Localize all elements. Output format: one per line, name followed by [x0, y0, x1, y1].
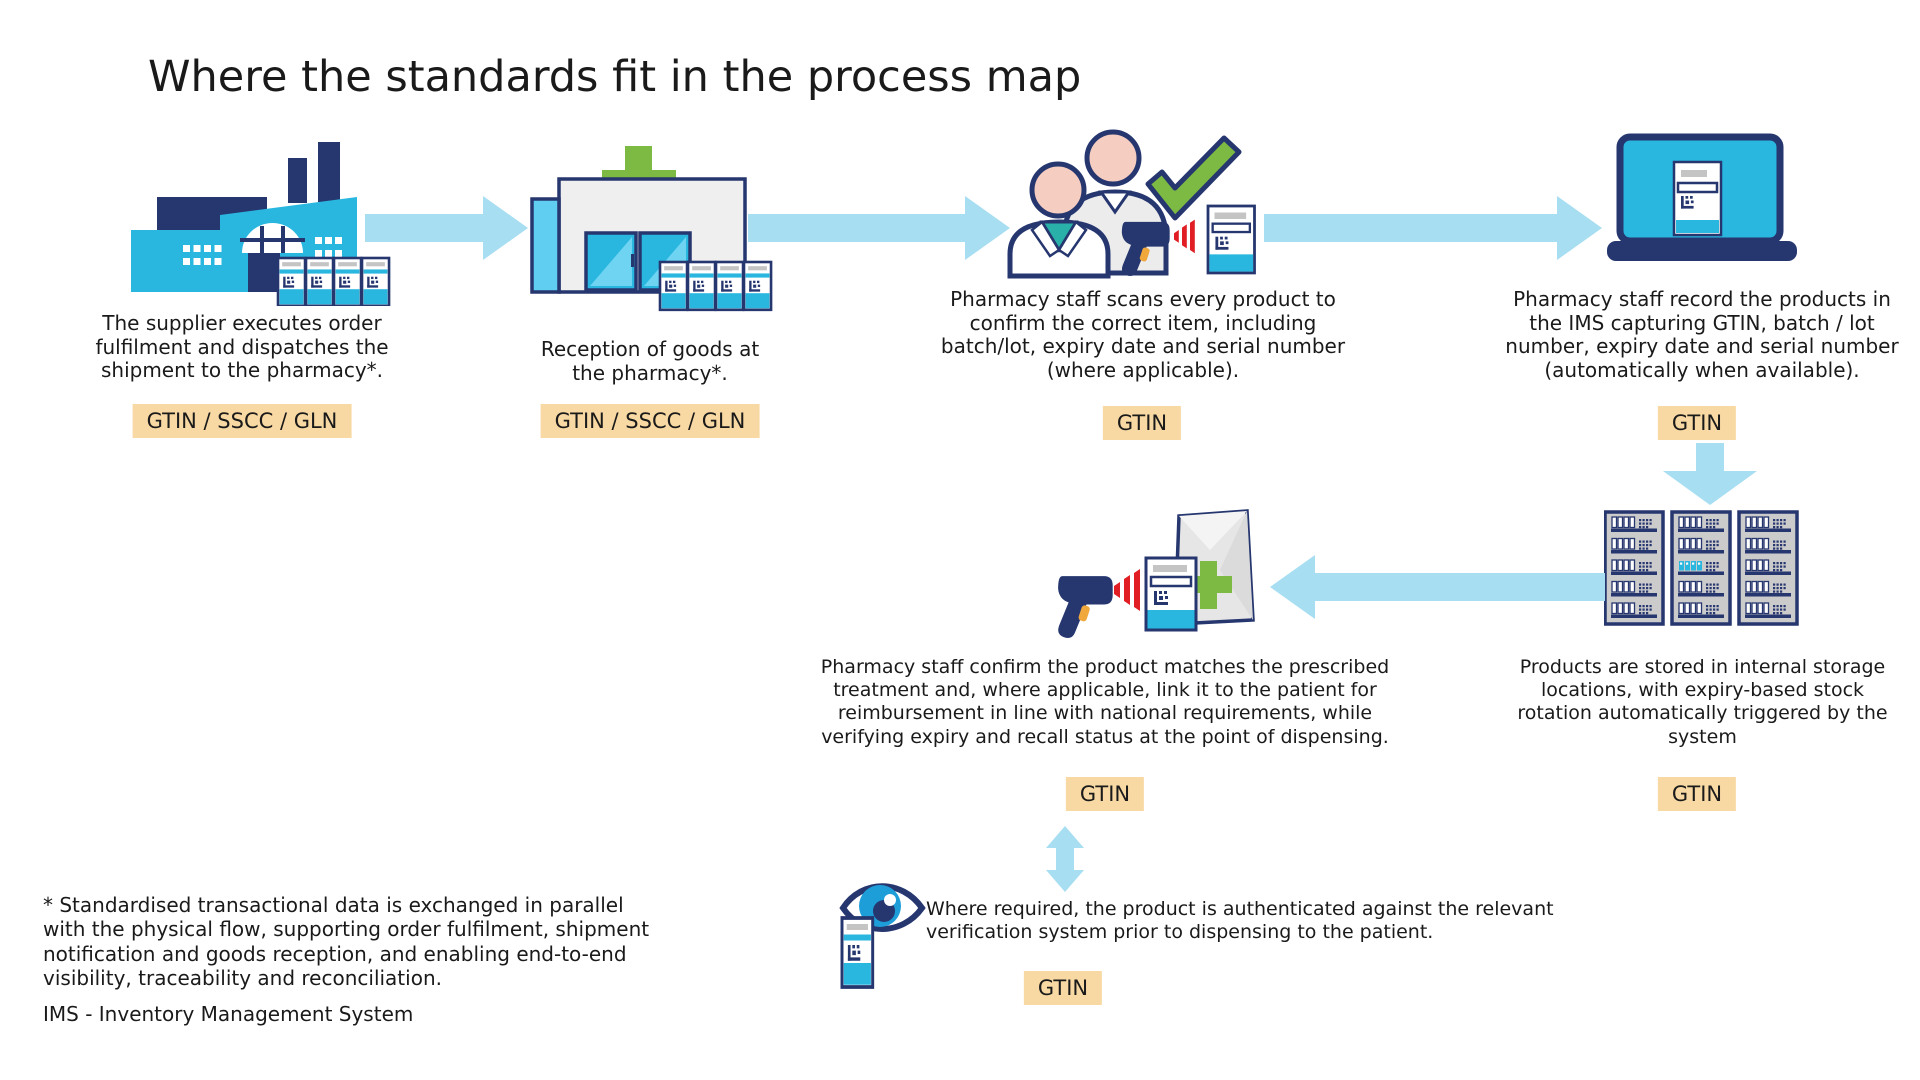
pharmacy-building-icon [530, 146, 791, 314]
dispense-step-text: Pharmacy staff confirm the product match… [820, 656, 1390, 748]
verify-step-text: Where required, the product is authentic… [926, 898, 1554, 944]
staff-head-icon [1084, 129, 1142, 187]
checkmark-icon [1145, 135, 1242, 221]
scan-step-text: Pharmacy staff scans every product to co… [940, 287, 1346, 382]
flow-arrow-storage-to-dispense-icon [1270, 555, 1605, 619]
page-title: Where the standards fit in the process m… [148, 52, 1082, 102]
scan-beam-icon [1174, 219, 1195, 254]
staff-scanning-icon [1007, 129, 1272, 279]
supplier-step-text: The supplier executes order fulfilment a… [95, 311, 389, 383]
scan-beam-icon [1114, 569, 1140, 611]
reception-standards-badge: GTIN / SSCC / GLN [540, 404, 760, 438]
ims-definition-text: IMS - Inventory Management System [43, 1002, 414, 1026]
storage-step-text: Products are stored in internal storage … [1517, 656, 1888, 748]
product-pack-icon [1208, 206, 1255, 273]
product-pack-icon [842, 918, 873, 987]
storage-standards-badge: GTIN [1657, 777, 1737, 811]
supplier-standards-badge: GTIN / SSCC / GLN [132, 404, 352, 438]
verify-standards-badge: GTIN [1023, 971, 1103, 1005]
warehouse-shelves-icon [1604, 510, 1800, 626]
reception-step-text: Reception of goods at the pharmacy*. [540, 337, 760, 385]
flow-arrow-record-to-storage-icon [1663, 443, 1757, 505]
flow-arrow-scan-to-record-icon [1264, 196, 1602, 260]
flow-arrow-reception-to-scan-icon [748, 196, 1010, 260]
factory-icon [131, 142, 391, 306]
scan-standards-badge: GTIN [1102, 406, 1182, 440]
flow-arrow-supplier-to-reception-icon [365, 196, 528, 260]
record-standards-badge: GTIN [1657, 406, 1737, 440]
eye-verification-icon [839, 883, 926, 994]
barcode-scanner-icon [1058, 576, 1113, 638]
product-pack-icon [1146, 558, 1196, 630]
footnote-text: * Standardised transactional data is exc… [43, 893, 650, 991]
dispense-scanner-icon [1058, 509, 1255, 638]
flow-arrow-dispense-verify-icon [1046, 826, 1084, 892]
dispense-standards-badge: GTIN [1065, 777, 1145, 811]
laptop-ims-icon [1607, 133, 1797, 261]
record-step-text: Pharmacy staff record the products in th… [1505, 287, 1899, 382]
